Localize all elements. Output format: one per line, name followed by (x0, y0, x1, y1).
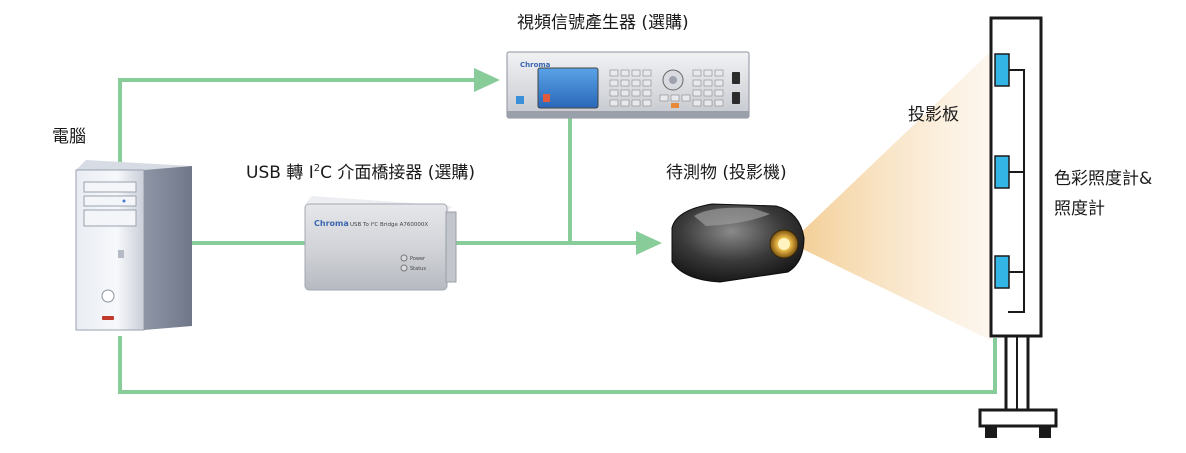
label-projection-screen: 投影板 (908, 105, 959, 125)
bridge-led1-label: Power (410, 256, 426, 262)
generator-power-button-icon (516, 96, 524, 104)
label-meter-line1: 色彩照度計& (1054, 169, 1153, 189)
meter-cable (1008, 69, 1025, 313)
projection-screen-stand (978, 16, 1058, 438)
generator-lcd (537, 67, 599, 109)
projector (671, 203, 805, 283)
sensor-middle (994, 155, 1010, 189)
pc-power-button-icon (101, 289, 115, 303)
stand-base (978, 408, 1058, 428)
line-pc-to-generator (118, 78, 480, 164)
bridge-brand: Chroma (314, 219, 349, 228)
stand-wheel-left (985, 426, 997, 438)
bridge-end-cap (445, 211, 457, 283)
bridge-model: USB To I²C Bridge A760000X (350, 221, 428, 228)
computer-tower (75, 160, 192, 331)
generator-lcd-button (543, 94, 550, 102)
pc-side (144, 166, 192, 330)
connection-lines (118, 78, 997, 394)
pc-drive-bay-2 (83, 195, 137, 207)
generator-bottom-strip (507, 111, 749, 118)
bridge-body (304, 203, 448, 291)
generator-brand: Chroma (520, 61, 551, 69)
label-video-generator: 視頻信號產生器 (選購) (517, 13, 689, 33)
pc-front (75, 169, 145, 331)
bridge-power-led-icon (400, 254, 408, 262)
sensor-top (994, 53, 1010, 87)
arrowhead-dut (636, 231, 662, 255)
label-dut: 待測物 (投影機) (666, 163, 787, 183)
bridge-status-led-icon (400, 264, 408, 272)
generator-side-slot-1 (732, 72, 740, 84)
generator-keypad-right (659, 69, 724, 107)
line-pc-to-meter (118, 336, 997, 394)
projector-lens-center (778, 238, 790, 250)
video-signal-generator: Chroma (506, 51, 750, 119)
generator-side-slot-2 (732, 92, 740, 104)
generator-keypad-left (609, 69, 652, 107)
sensor-bottom (994, 255, 1010, 289)
pc-led (122, 199, 126, 203)
projector-top-panel (694, 207, 770, 226)
pc-vent (118, 250, 124, 258)
stand-wheel-right (1039, 426, 1051, 438)
generator-orange-key (671, 103, 679, 108)
light-beam (790, 52, 990, 340)
pc-drive-bay-3 (83, 209, 137, 227)
label-computer: 電腦 (52, 127, 86, 147)
label-usb-prefix: USB 轉 I (246, 163, 314, 183)
arrowhead-generator (474, 68, 500, 92)
label-usb-bridge: USB 轉 I2C 介面橋接器 (選購) (246, 162, 475, 184)
label-usb-suffix: C 介面橋接器 (選購) (320, 163, 476, 183)
label-meter: 色彩照度計&照度計 (1054, 164, 1152, 224)
label-meter-line2: 照度計 (1054, 199, 1105, 219)
bridge-led2-label: Status (410, 266, 426, 272)
usb-i2c-bridge: Chroma USB To I²C Bridge A760000X Power … (304, 196, 457, 291)
generator-knob-center (669, 76, 677, 84)
label-usb-superscript: 2 (313, 163, 321, 174)
pc-drive-bay-1 (83, 181, 137, 193)
pc-front-port (102, 316, 114, 320)
